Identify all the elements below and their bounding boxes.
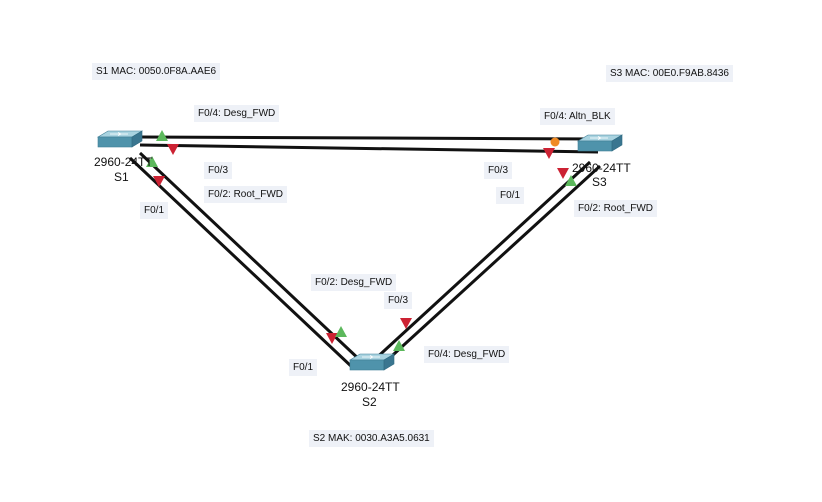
port-designated-indicator — [400, 318, 412, 329]
port-forwarding-indicator — [565, 175, 577, 186]
link-s2-s3 — [371, 160, 602, 366]
port-designated-indicator — [543, 148, 555, 159]
s3-model-label: 2960-24TT — [572, 161, 631, 175]
s3-mac-label: S3 MAC: 00E0.F9AB.8436 — [606, 65, 733, 82]
s2-mac-label: S2 MAK: 0030.A3A5.0631 — [309, 430, 434, 447]
port-designated-indicator — [326, 333, 338, 344]
s2-f02-label: F0/2: Desg_FWD — [311, 274, 397, 291]
port-designated-indicator — [167, 144, 179, 155]
s1-f03-label: F0/3 — [204, 162, 233, 179]
s3-name-label: S3 — [592, 175, 607, 189]
s1-f02-label: F0/2: Root_FWD — [204, 186, 288, 203]
s1-name-label: S1 — [114, 170, 129, 184]
switch-icon[interactable] — [97, 130, 143, 148]
s3-f01-label: F0/1 — [496, 187, 525, 204]
port-forwarding-indicator — [393, 340, 405, 351]
port-forwarding-indicator — [146, 156, 158, 167]
port-designated-indicator — [153, 176, 165, 187]
switch-icon[interactable] — [577, 134, 623, 152]
s1-model-label: 2960-24TT — [94, 155, 153, 169]
switch-icon[interactable] — [349, 353, 395, 371]
link-s1-s2 — [128, 151, 364, 369]
s1-mac-label: S1 MAC: 0050.0F8A.AAE6 — [92, 63, 221, 80]
s2-f03-label: F0/3 — [384, 292, 413, 309]
link-s1-s3 — [139, 135, 599, 154]
port-forwarding-indicator — [156, 130, 168, 141]
s2-f01-label: F0/1 — [289, 359, 318, 376]
s2-f04-label: F0/4: Desg_FWD — [424, 346, 510, 363]
port-forwarding-indicator — [335, 326, 347, 337]
s2-name-label: S2 — [362, 395, 377, 409]
s2-model-label: 2960-24TT — [341, 380, 400, 394]
port-blocking-indicator — [550, 137, 560, 147]
s1-f04-label: F0/4: Desg_FWD — [194, 105, 280, 122]
s3-f04-label: F0/4: Altn_BLK — [540, 108, 615, 125]
port-designated-indicator — [557, 168, 569, 179]
s3-f03-label: F0/3 — [484, 162, 513, 179]
s3-f02-label: F0/2: Root_FWD — [574, 200, 658, 217]
s1-f01-label: F0/1 — [140, 202, 169, 219]
